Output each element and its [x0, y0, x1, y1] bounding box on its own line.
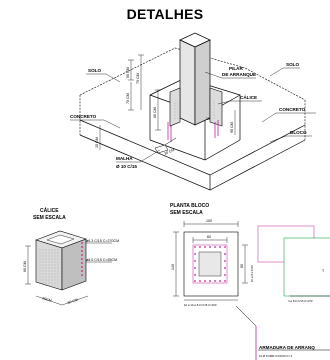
calice-subtitle: SEM ESCALA: [33, 215, 66, 221]
dim-15cm: 15 CM: [95, 137, 99, 148]
planta-dim-inner: 60: [207, 235, 211, 239]
calice-title: CÁLICE: [40, 207, 59, 214]
planta-note-right: 10 ø 8.0 C/15: [250, 265, 254, 282]
third-view-section: 4 ø 8.0 C/15 C=270 T: [257, 225, 330, 303]
armadura-leader: [235, 305, 257, 327]
armadura-section: ARMADURA DE ARRANQ 16 Ø 8 0MM C/15CM C= …: [235, 305, 330, 360]
label-solo-left: SOLO: [88, 68, 101, 73]
dim-70cm-a: 70 CM: [126, 93, 130, 104]
planta-dims: [173, 221, 248, 301]
planta-subtitle: SEM ESCALA: [170, 210, 203, 216]
dim-20cm: 20 CM: [164, 148, 175, 156]
dim-95cm: 95 CM: [230, 122, 234, 133]
third-view-green-box: [283, 237, 330, 297]
armadura-spec: 16 Ø 8 0MM C/15CM C= 2: [259, 354, 293, 358]
calice-section: CÁLICE SEM ESCALA: [23, 207, 119, 306]
block-plan-pillar: [198, 251, 222, 277]
planta-dim-top: 100: [206, 219, 212, 223]
calice-texture: [38, 248, 60, 286]
rebars-3d: [167, 120, 219, 142]
planta-dim-right: 80: [240, 264, 244, 268]
dim-15: 15: [206, 117, 210, 121]
planta-note-bottom: 10 ø 10 ø 8.0 C/15 C=100: [184, 303, 217, 307]
label-concreto-left: CONCRETO: [70, 114, 97, 119]
planta-dim-left: 140: [171, 264, 175, 270]
calice-opening: [46, 234, 75, 245]
label-de-arranque: DE ARRANQUE: [222, 72, 256, 77]
label-calice: CÁLICE: [240, 94, 257, 100]
label-malha-spec: Ø 10 C/15: [116, 164, 137, 169]
planta-rebar-dots: [194, 246, 226, 282]
detail-3d-foundation: 50 CM 70 CM 70 CM 60 CM 15 CM 15 95 CM 2…: [70, 32, 316, 191]
third-view-label-bottom: 4 ø 8.0 C/15 C=270: [288, 299, 313, 303]
sheet-title: DETALHES: [126, 6, 204, 22]
calice-dims: [25, 242, 112, 306]
label-pilar: PILAR: [229, 66, 243, 71]
armadura-label: ARMADURA DE ARRANQ: [259, 345, 315, 350]
dim-60cm: 60 CM: [153, 107, 157, 118]
dimension-lines: [99, 54, 236, 150]
label-concreto-right: CONCRETO: [279, 107, 306, 112]
dim-70cm-b: 70 CM: [136, 73, 140, 84]
chalice-walls: [169, 87, 223, 127]
label-solo-right: SOLO: [286, 62, 299, 67]
calice-label-bottom: ø8.0 C/15 C=55CM: [86, 258, 117, 262]
label-malha: MALHA: [116, 156, 133, 161]
calice-rebar-dots: [81, 242, 83, 276]
planta-bloco-section: PLANTA BLOCO SEM ESCALA: [170, 203, 254, 307]
pillar: [179, 32, 211, 126]
calice-right-face: [61, 238, 87, 291]
calice-dim-left: 60 CM: [23, 261, 27, 272]
concrete-base: [79, 119, 306, 191]
third-view-label-t: T: [322, 269, 325, 273]
planta-title: PLANTA BLOCO: [170, 203, 209, 209]
label-leaders: [70, 67, 316, 163]
dim-50cm: 50 CM: [126, 67, 130, 78]
calice-dim-bottom-left: 60CM: [42, 296, 52, 303]
calice-dim-bottom-right: 60 CM: [67, 298, 78, 305]
label-bloco: BLOCO: [290, 130, 307, 135]
calice-label-top: ø6.3 C/15 C=270CM: [86, 239, 119, 243]
